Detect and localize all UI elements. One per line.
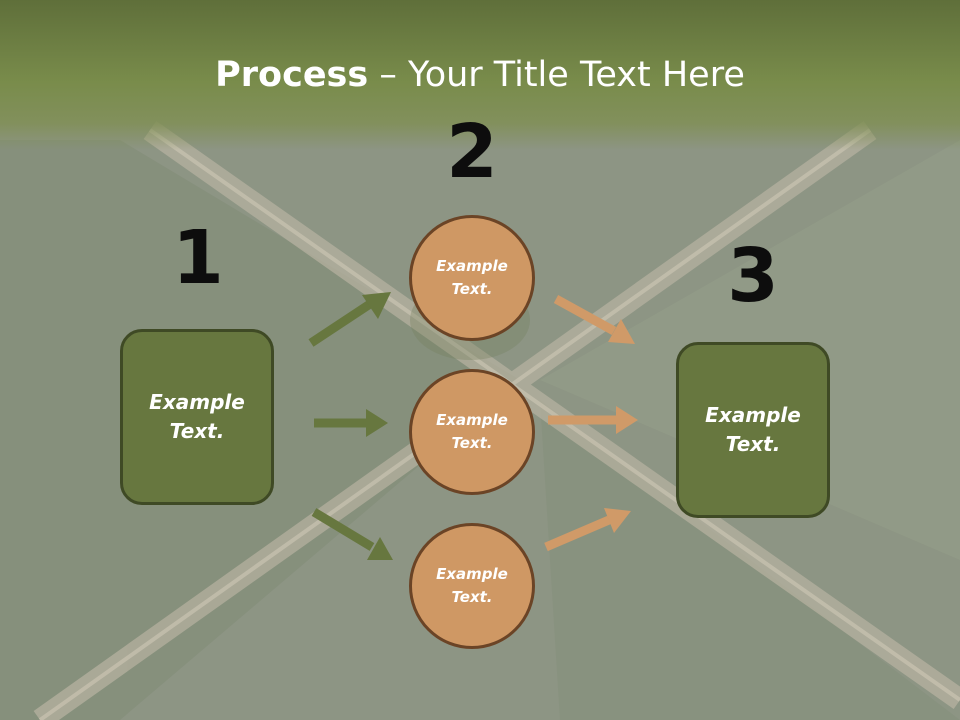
- circle-bottom-text: Example Text.: [436, 565, 508, 606]
- circle-bottom: Example Text.: [409, 523, 535, 649]
- step-number-1: 1: [172, 215, 224, 301]
- step-number-2: 2: [446, 109, 498, 195]
- title-band: [0, 0, 960, 150]
- box-step-1-text: Example Text.: [149, 390, 245, 443]
- arrow-from-top-circle: [553, 295, 635, 344]
- circle-middle: Example Text.: [409, 369, 535, 495]
- title-bold: Process: [215, 55, 369, 95]
- slide-title: Process – Your Title Text Here: [0, 52, 960, 98]
- circle-top-text: Example Text.: [436, 257, 508, 298]
- box-step-1: Example Text.: [120, 329, 274, 505]
- box-step-3: Example Text.: [676, 342, 830, 518]
- arrow-from-middle-circle: [548, 406, 638, 434]
- step-number-3: 3: [727, 233, 779, 319]
- arrow-to-bottom-circle: [311, 508, 393, 560]
- circle-middle-text: Example Text.: [436, 411, 508, 452]
- circle-top: Example Text.: [409, 215, 535, 341]
- box-step-3-text: Example Text.: [705, 403, 801, 456]
- arrow-from-bottom-circle: [544, 508, 631, 552]
- arrow-to-middle-circle: [314, 409, 388, 437]
- arrow-to-top-circle: [308, 292, 391, 347]
- title-rest: – Your Title Text Here: [368, 55, 745, 95]
